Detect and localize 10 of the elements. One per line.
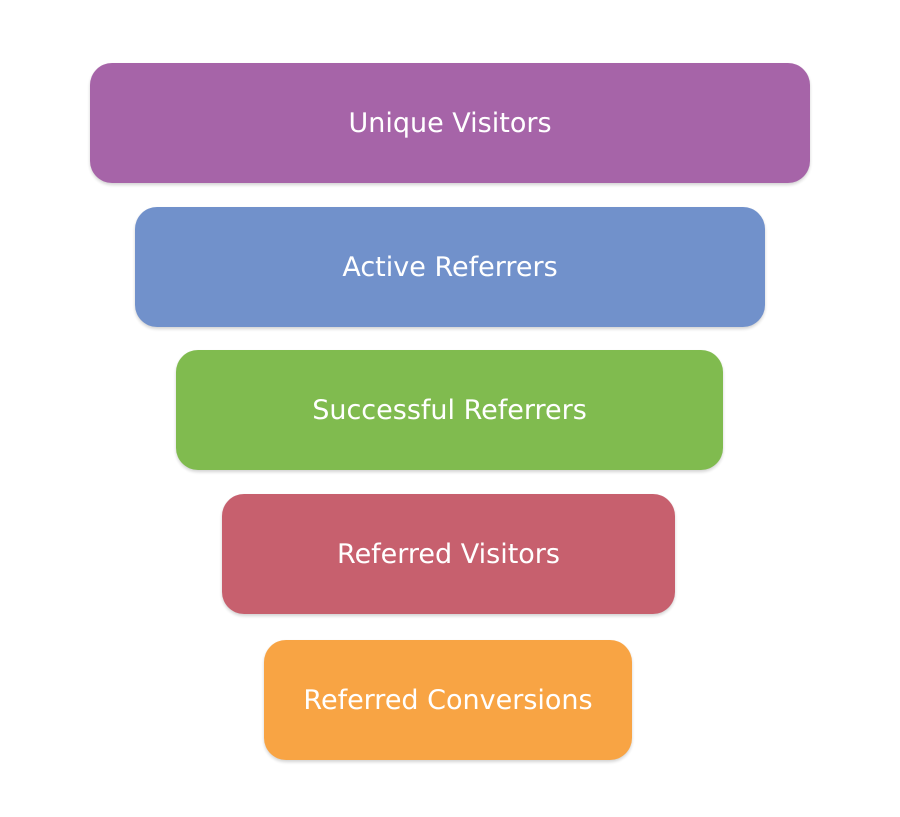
funnel-stage-bar [222, 494, 675, 614]
funnel-stage-bar [264, 640, 632, 760]
stage-label: Referred Conversions [303, 684, 593, 716]
funnel-stage-bar [135, 207, 765, 327]
stage-label: Unique Visitors [348, 108, 552, 138]
funnel-stage-bar [176, 350, 723, 470]
stage-label: Successful Referrers [312, 394, 587, 426]
stage-label: Active Referrers [342, 252, 558, 282]
funnel-stage-bar [90, 63, 810, 183]
stage-label: Referred Visitors [337, 538, 560, 570]
